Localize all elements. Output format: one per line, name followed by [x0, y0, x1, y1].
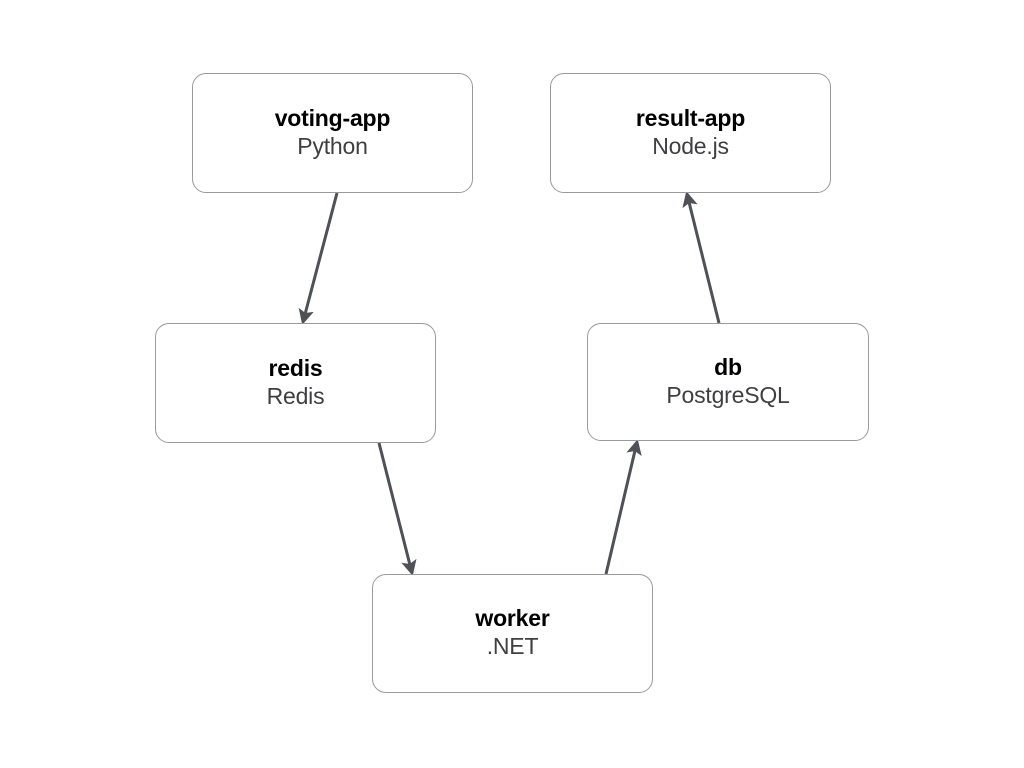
node-title: voting-app: [274, 104, 391, 131]
node-voting-app[interactable]: voting-app Python: [192, 73, 473, 193]
node-subtitle: PostgreSQL: [666, 381, 790, 408]
node-subtitle: Redis: [266, 382, 325, 409]
node-subtitle: Python: [297, 132, 368, 159]
node-subtitle: Node.js: [652, 132, 729, 159]
node-subtitle: .NET: [486, 633, 539, 660]
node-title: db: [714, 353, 742, 380]
node-redis[interactable]: redis Redis: [155, 323, 436, 443]
node-title: result-app: [635, 104, 746, 131]
edge-voting-app-to-redis: [298, 192, 339, 325]
node-title: worker: [475, 605, 550, 632]
node-result-app[interactable]: result-app Node.js: [550, 73, 831, 193]
node-db[interactable]: db PostgreSQL: [587, 323, 869, 441]
edge-redis-to-worker: [377, 442, 417, 576]
node-title: redis: [268, 354, 323, 381]
node-worker[interactable]: worker .NET: [372, 574, 653, 693]
edge-db-to-result-app: [682, 191, 721, 324]
edge-worker-to-db: [604, 439, 642, 575]
